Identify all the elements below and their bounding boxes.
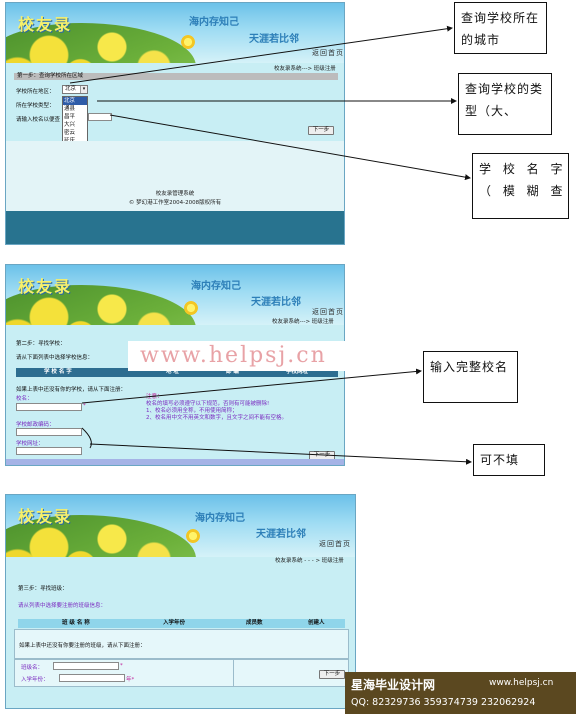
footer: 校友录管理系统 © 梦幻港工作室2004-2008版权所有 [6,141,344,244]
slogan-2: 天涯若比邻 [249,34,299,45]
hint-rule-2: 2、校名用中文不用英文和数字，且文字之间不能有空格。 [146,415,288,421]
step-title: 第三步：寻找班级： [18,586,68,592]
next-button[interactable]: 下一步 [319,670,345,679]
slogan-1: 海内存知己 [189,17,239,28]
name-label: 请输入校名以便查 [16,117,61,123]
footer-title: 校友录管理系统 [155,191,195,197]
col-creator: 创建人 [308,620,325,626]
home-link[interactable]: 返回首页 [319,540,351,548]
footer-copyright: © 梦幻港工作室2004-2008版权所有 [128,200,222,206]
flower-icon [186,529,200,543]
brand-bar: 星海毕业设计网 www.helpsj.cn QQ: 82329736 35937… [345,672,576,714]
school-name-label: 校名： [16,396,33,402]
home-link[interactable]: 返回首页 [312,49,344,57]
register-form-panel: 班级名： * 入学年份： 年* 下一步 [14,659,349,687]
step-title: 第一步：查询学校所在区域 [14,73,338,80]
breadcrumb: 校友录系统---> 班级注册 [272,319,334,325]
prompt-panel: 如果上表中还没有你要注册的班级，请从下面注册： [14,629,349,659]
next-button[interactable]: 下一步 [308,126,334,135]
slogan-2: 天涯若比邻 [256,529,306,540]
brand-name: 星海毕业设计网 [351,678,436,692]
callout-optional: 可不填 [473,444,545,476]
site-logo: 校友录 [18,507,73,526]
col-year: 入学年份 [163,620,186,626]
site-logo: 校友录 [18,277,73,296]
step-title: 第二步：寻找学校： [16,341,66,347]
breadcrumb: 校友录系统---> 班级注册 [274,66,336,72]
dropdown-option[interactable]: 大兴 [64,122,76,128]
chevron-down-icon: ▾ [80,86,87,93]
breadcrumb: 校友录系统 - - - > 班级注册 [275,558,344,564]
website-input[interactable] [16,447,82,455]
type-label: 所在学校类型： [16,103,55,109]
callout-school-name: 学 校 名 字 （ 模 糊 查 [472,153,569,219]
slogan-2: 天涯若比邻 [251,297,301,308]
callout-city: 查询学校所在的城市 [454,2,547,54]
zip-input[interactable] [16,428,82,436]
website-label: 学校网址： [16,441,44,447]
callout-full-name: 输入完整校名 [423,351,518,403]
site-logo: 校友录 [18,15,73,34]
step3-screenshot: 校友录 海内存知己 天涯若比邻 返回首页 校友录系统 - - - > 班级注册 … [5,494,356,709]
school-name-input[interactable] [16,403,82,411]
region-select[interactable]: 北京 ▾ [62,85,88,94]
bottom-strip [6,459,344,465]
register-prompt: 如果上表中还没有你要注册的班级，请从下面注册： [19,643,146,649]
watermark: www.helpsj.cn [128,341,410,371]
col-members: 成员数 [246,620,263,626]
region-select-value: 北京 [65,86,77,92]
col-class-name: 班 级 名 称 [62,620,90,626]
brand-qq: QQ: 82329736 359374739 232062924 [351,697,536,708]
step-subtitle: 请从下面列表中选择学校信息： [16,355,94,361]
hint-rule-1: 1、校名必须用全称，不用使用简称； [146,408,238,414]
banner: 校友录 海内存知己 天涯若比邻 [6,265,344,325]
step1-screenshot: 校友录 海内存知己 天涯若比邻 返回首页 校友录系统---> 班级注册 第一步：… [5,2,345,245]
flower-icon [184,301,198,315]
dropdown-option[interactable]: 昌平 [64,114,76,120]
banner: 校友录 海内存知己 天涯若比邻 [6,495,355,557]
class-name-input[interactable] [53,662,119,670]
slogan-1: 海内存知己 [191,281,241,292]
required-mark: * [83,403,86,409]
class-name-label: 班级名： [21,665,44,671]
year-label: 入学年份： [21,677,49,683]
brand-url[interactable]: www.helpsj.cn [489,678,554,688]
home-link[interactable]: 返回首页 [312,308,344,316]
banner: 校友录 海内存知己 天涯若比邻 [6,3,344,63]
year-input[interactable] [59,674,125,682]
hint-text: 校名的填写必须遵守以下规范，否则有可能被删除! [146,401,270,407]
callout-type: 查询学校的类型（大、 [458,73,552,135]
region-label: 学校所在地区： [16,89,55,95]
zip-label: 学校邮政编码： [16,422,55,428]
dropdown-option[interactable]: 通县 [64,106,76,112]
year-suffix: 年* [126,677,135,683]
step-subtitle: 请从列表中选择要注册的班级信息： [18,603,107,609]
class-table-header: 班 级 名 称 入学年份 成员数 创建人 [18,619,345,628]
required-mark: * [120,663,123,669]
col-school-name: 学 校 名 字 [44,369,72,375]
slogan-1: 海内存知己 [195,513,245,524]
flower-icon [181,35,195,49]
school-name-input[interactable] [88,113,112,121]
register-prompt: 如果上表中还没有你的学校，请从下面注册： [16,387,127,393]
dropdown-option[interactable]: 北京 [63,97,87,105]
column-divider [233,660,234,686]
dropdown-option[interactable]: 密云 [64,130,76,136]
